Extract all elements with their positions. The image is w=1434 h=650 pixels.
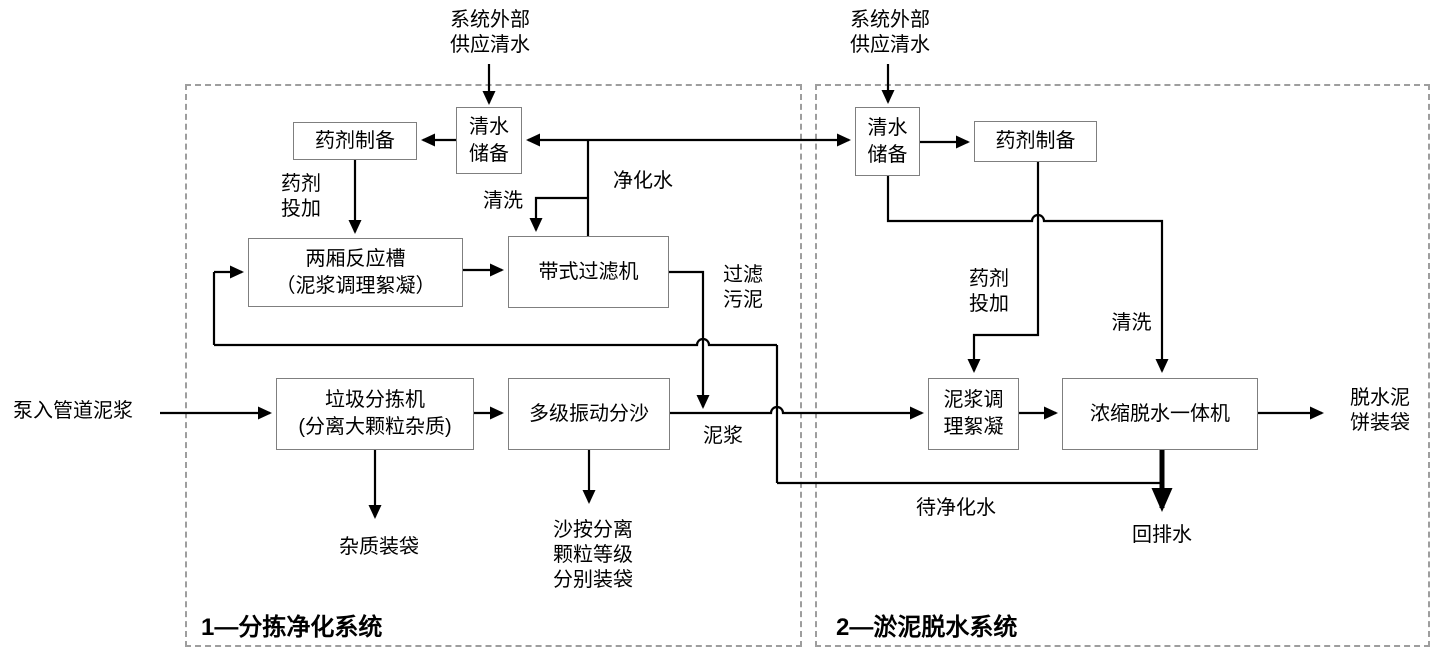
- label-return-water: 回排水: [1132, 524, 1192, 546]
- edge-washing-1: [529, 196, 588, 232]
- label-washing-1: 清洗: [483, 190, 523, 212]
- node-sand-separator: 多级振动分沙: [508, 378, 670, 450]
- node-dewatering-machine: 浓缩脱水一体机: [1062, 378, 1258, 450]
- edge-slurry-to-system2: [670, 405, 924, 420]
- node-belt-filter: 带式过滤机: [508, 236, 669, 308]
- label-washing-2: 清洗: [1111, 312, 1152, 334]
- label-debris-bagging: 杂质装袋: [339, 536, 419, 558]
- node-reaction-tank: 两厢反应槽 （泥浆调理絮凝）: [248, 238, 463, 307]
- node-water-storage-1: 清水 储备: [456, 107, 522, 174]
- edge-chem-dosing-2: [967, 162, 1040, 373]
- node-trash-sorter: 垃圾分拣机 (分离大颗粒杂质): [276, 378, 474, 450]
- label-purified-water: 净化水: [613, 170, 673, 192]
- edge-water-to-purify-return: [214, 337, 777, 347]
- label-dewatered-cake: 脱水泥 饼装袋: [1350, 387, 1410, 434]
- label-slurry: 泥浆: [703, 425, 743, 447]
- system-1-boundary: [185, 84, 802, 647]
- edge-washing-2: [886, 176, 1169, 373]
- system-2-boundary: [815, 84, 1430, 647]
- node-chem-prep-1: 药剂制备: [293, 122, 417, 160]
- label-chem-dosing-2: 药剂 投加: [969, 268, 1009, 315]
- label-filtered-sludge: 过滤 污泥: [723, 264, 763, 311]
- label-water-to-purify: 待净化水: [916, 497, 996, 519]
- node-slurry-conditioning: 泥浆调 理絮凝: [928, 378, 1019, 450]
- label-chem-dosing-1: 药剂 投加: [281, 173, 321, 220]
- label-external-water-1: 系统外部 供应清水: [450, 9, 530, 56]
- node-chem-prep-2: 药剂制备: [974, 121, 1097, 162]
- caption-system-1: 1—分拣净化系统: [201, 614, 383, 641]
- caption-system-2: 2—淤泥脱水系统: [836, 614, 1018, 641]
- label-pumped-slurry: 泵入管道泥浆: [13, 400, 133, 422]
- label-external-water-2: 系统外部 供应清水: [850, 9, 930, 56]
- edge-filtered-sludge: [669, 270, 710, 409]
- label-sand-bagging: 沙按分离 颗粒等级 分别装袋: [553, 519, 633, 591]
- node-water-storage-2: 清水 储备: [855, 107, 920, 176]
